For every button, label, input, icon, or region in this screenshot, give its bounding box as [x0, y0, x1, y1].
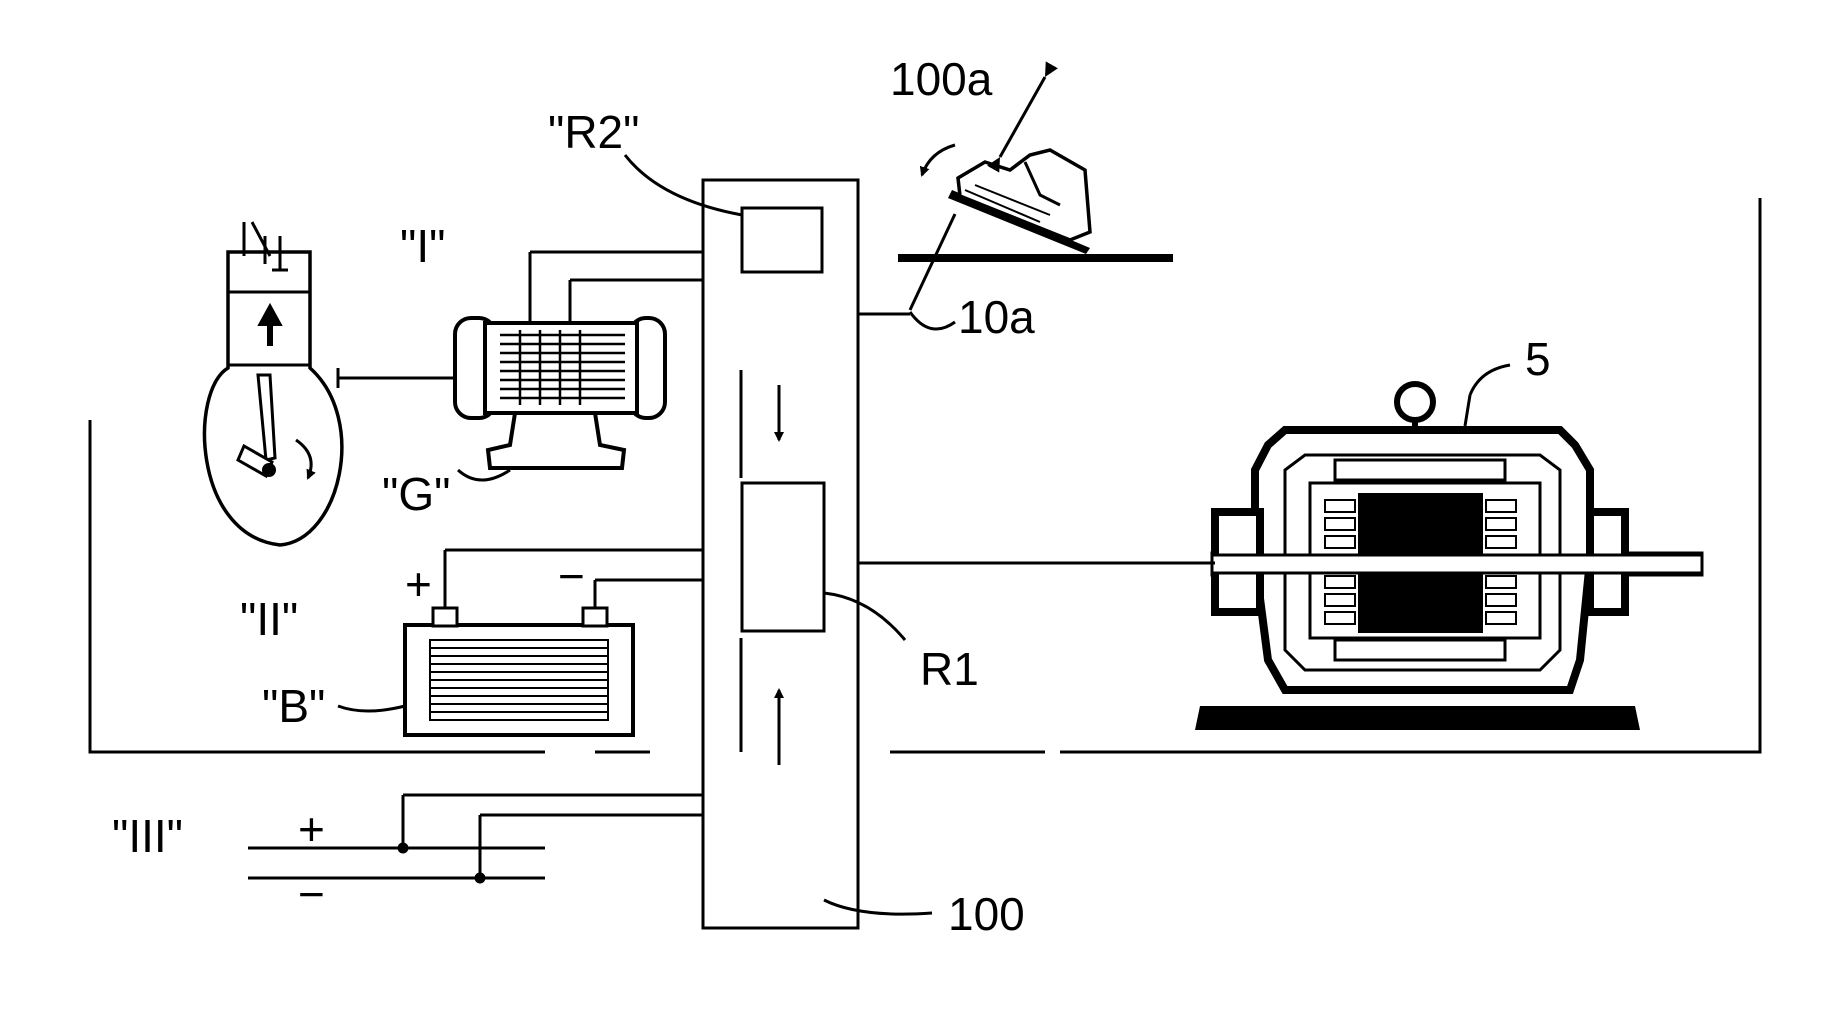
label-battery-minus: −: [558, 550, 585, 602]
label-motor-5: 5: [1525, 333, 1551, 385]
shoe-pedal-icon: [858, 77, 1173, 314]
label-line-plus: +: [298, 803, 325, 855]
label-i: "I": [400, 220, 445, 272]
label-b: "B": [262, 680, 325, 732]
generator-icon: [455, 252, 703, 468]
label-controller-100: 100: [948, 888, 1025, 940]
controller-unit: [703, 180, 858, 928]
label-r1: R1: [920, 643, 979, 695]
label-g: "G": [382, 468, 450, 520]
electric-motor-icon: [858, 365, 1702, 730]
battery-icon: [405, 550, 703, 735]
label-iii: "III": [112, 810, 183, 862]
r2-module: [742, 208, 822, 272]
label-ii: "II": [240, 593, 298, 645]
label-pedal-100a: 100a: [890, 53, 993, 105]
label-sensor-10a: 10a: [958, 291, 1035, 343]
label-line-minus: −: [298, 868, 325, 920]
label-r2: "R2": [548, 106, 639, 158]
r1-module: [742, 483, 824, 631]
label-battery-plus: +: [405, 558, 432, 610]
